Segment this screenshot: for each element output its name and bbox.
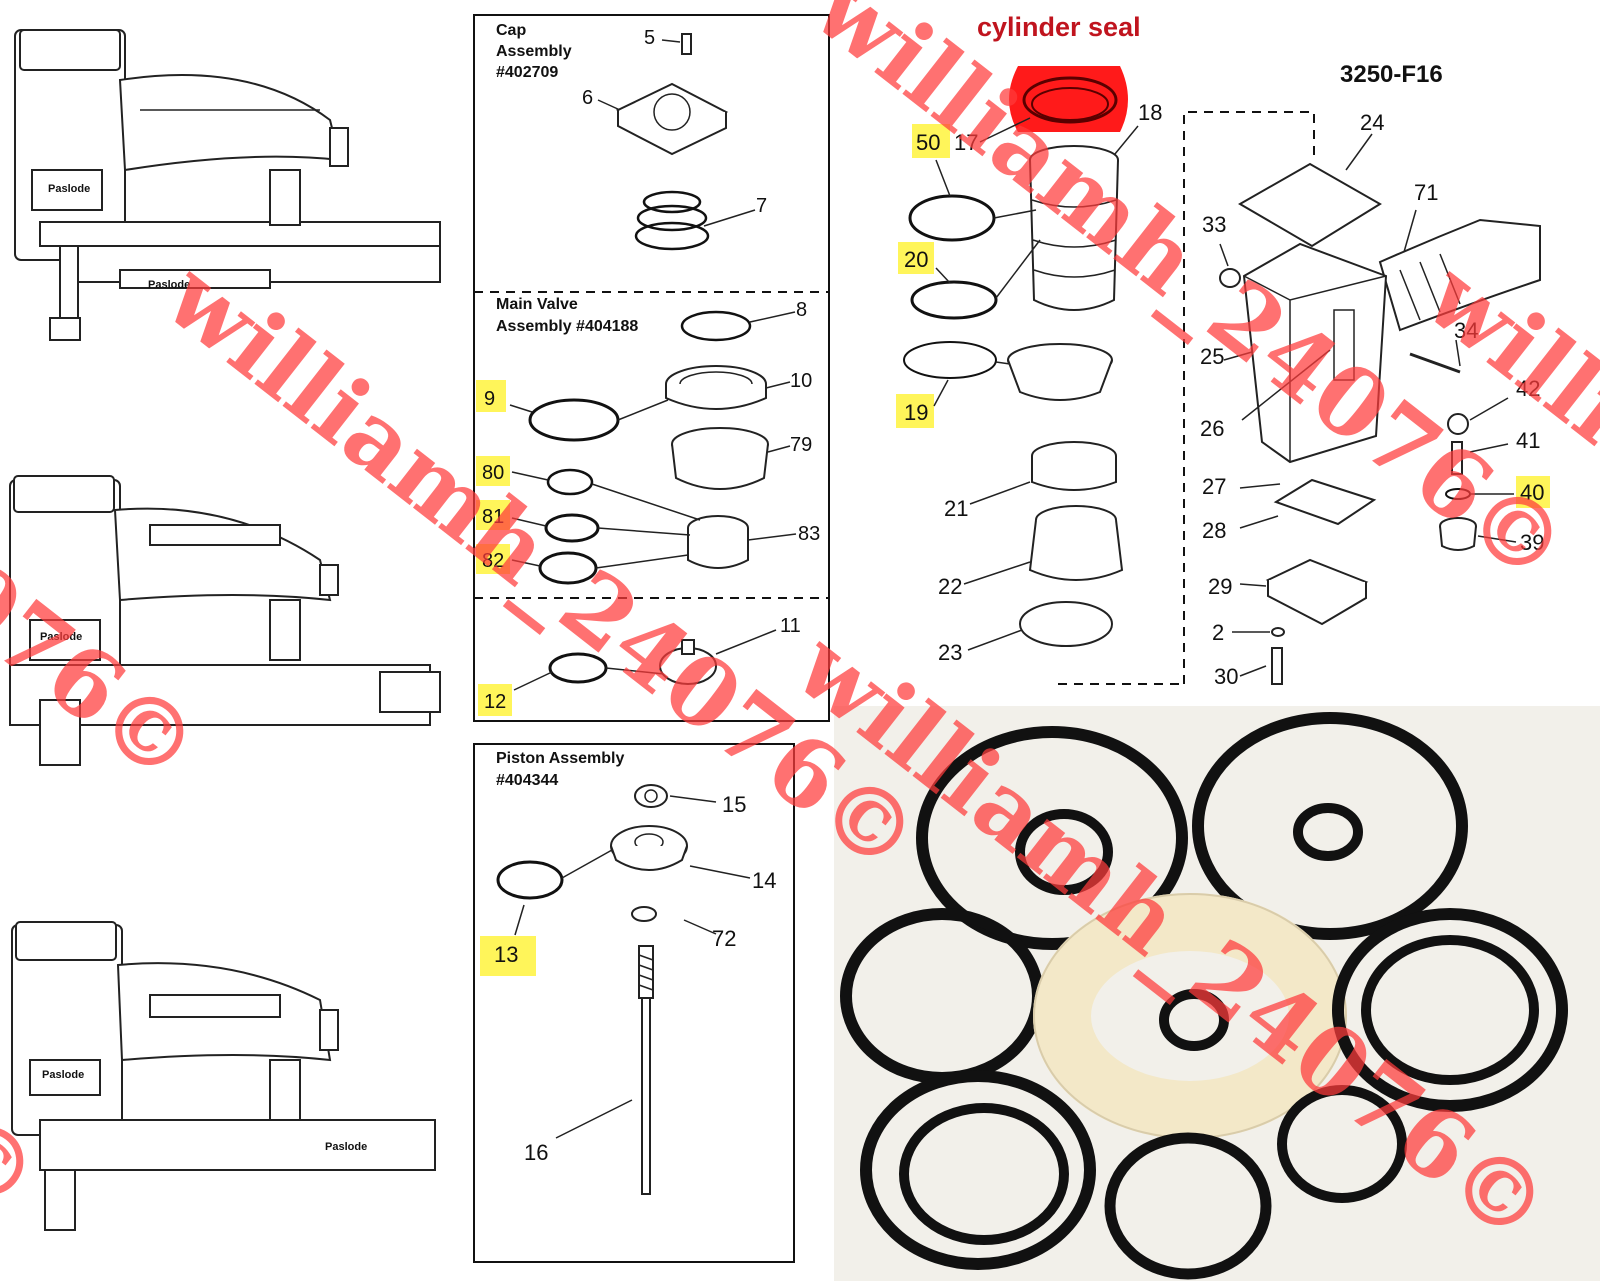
part-8-label: 8	[796, 299, 807, 321]
cylinder-seal-heading: cylinder seal	[977, 12, 1141, 42]
tool-3-brand: Paslode	[42, 1069, 84, 1081]
tool-1-rail-brand: Paslode	[148, 279, 190, 291]
part-82-highlight	[476, 544, 510, 574]
part-12-label: 12	[484, 691, 506, 713]
cap-assembly-subtitle: Assembly	[496, 43, 572, 60]
part-11-label: 11	[780, 615, 801, 637]
tool-1-brand: Paslode	[48, 183, 90, 195]
part-23-label: 23	[938, 640, 962, 665]
part-81-label: 81	[482, 506, 504, 528]
part-20-highlight	[898, 242, 934, 274]
part-80-highlight	[476, 456, 510, 486]
part-27-label: 27	[1202, 474, 1226, 499]
part-26-label: 26	[1200, 416, 1224, 441]
cylinder-diagram: cylinder seal 3250-F16 17 18 50 20 19	[896, 12, 1550, 689]
part-83-label: 83	[798, 523, 820, 545]
part-30-label: 30	[1214, 664, 1238, 689]
part-7-label: 7	[756, 195, 767, 217]
part-2-label: 2	[1212, 620, 1224, 645]
part-9-label: 9	[484, 388, 495, 410]
part-40-label: 40	[1520, 480, 1544, 505]
part-33-label: 33	[1202, 212, 1226, 237]
piston-assembly-box: Piston Assembly #404344 15 14 13 72 16	[473, 743, 795, 1263]
part-22-label: 22	[938, 574, 962, 599]
part-14-label: 14	[752, 868, 776, 893]
part-81-highlight	[476, 500, 510, 530]
tool-2-brand: Paslode	[40, 631, 82, 643]
part-18-label: 18	[1138, 100, 1162, 125]
part-79-label: 79	[790, 434, 812, 456]
part-34-label: 34	[1454, 318, 1478, 343]
main-valve-title: Main Valve	[496, 296, 578, 313]
part-24-label: 24	[1360, 110, 1384, 135]
tool-illustration-3: Paslode Paslode	[11, 921, 436, 1231]
tool-illustration-2: Paslode	[9, 475, 441, 766]
part-12-highlight	[478, 684, 512, 716]
part-17-label: 17	[954, 130, 978, 155]
main-valve-subtitle: Assembly #404188	[496, 318, 638, 335]
part-72-label: 72	[712, 926, 736, 951]
part-41-label: 41	[1516, 428, 1540, 453]
piston-assembly-title: Piston Assembly	[496, 750, 624, 767]
model-number: 3250-F16	[1340, 61, 1443, 88]
part-40-highlight	[1516, 476, 1550, 508]
part-25-label: 25	[1200, 344, 1224, 369]
part-71-label: 71	[1414, 180, 1438, 205]
part-50-label: 50	[916, 130, 940, 155]
part-13-highlight	[480, 936, 536, 976]
cap-assembly-title: Cap	[496, 22, 526, 39]
part-5-label: 5	[644, 27, 655, 49]
part-9-highlight	[476, 380, 506, 412]
part-13-label: 13	[494, 942, 518, 967]
tool-3-rail-brand: Paslode	[325, 1141, 367, 1153]
part-10-label: 10	[790, 370, 812, 392]
part-50-highlight	[912, 124, 950, 158]
cap-assembly-number: #402709	[496, 64, 558, 81]
part-15-label: 15	[722, 792, 746, 817]
part-82-label: 82	[482, 550, 504, 572]
part-28-label: 28	[1202, 518, 1226, 543]
oring-kit-photo	[834, 706, 1600, 1281]
part-21-label: 21	[944, 496, 968, 521]
piston-assembly-number: #404344	[496, 772, 558, 789]
cylinder-seal-photo	[1033, 893, 1347, 1139]
part-42-label: 42	[1516, 376, 1540, 401]
part-20-label: 20	[904, 247, 928, 272]
part-19-label: 19	[904, 400, 928, 425]
upper-assembly-box: Cap Assembly #402709 5 6 7 Main Valve As…	[473, 14, 830, 722]
part-6-label: 6	[582, 87, 593, 109]
tool-illustration-1: Paslode Paslode	[14, 29, 441, 341]
part-19-highlight	[896, 394, 934, 428]
part-29-label: 29	[1208, 574, 1232, 599]
part-39-label: 39	[1520, 530, 1544, 555]
part-16-label: 16	[524, 1140, 548, 1165]
part-80-label: 80	[482, 462, 504, 484]
